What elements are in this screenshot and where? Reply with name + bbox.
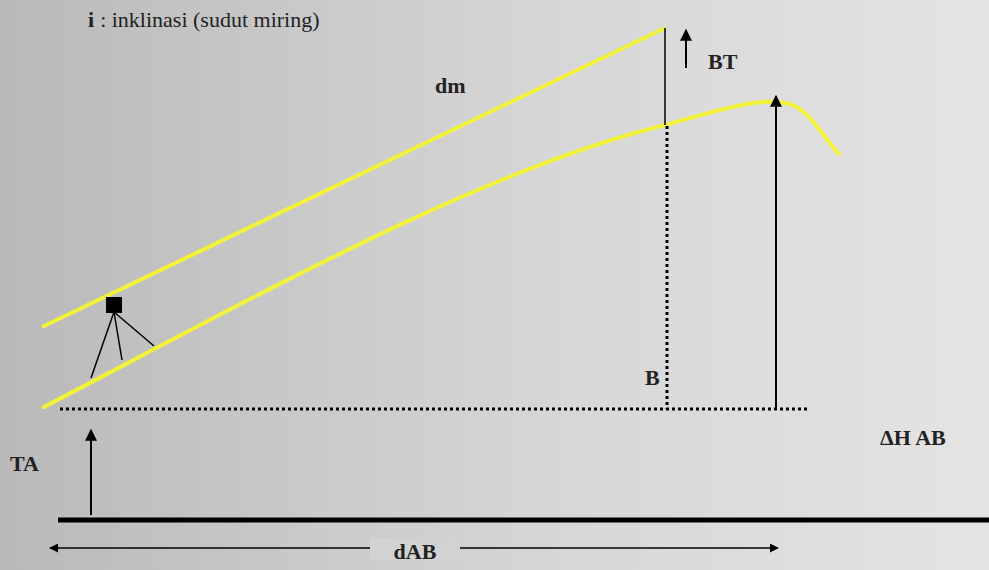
height-label: TA [10, 452, 39, 476]
ta-arrow [90, 430, 92, 515]
height-arrow [775, 96, 777, 409]
reference-level [60, 408, 808, 411]
height-difference-label: ΔH AB [880, 426, 946, 450]
sight-line [42, 28, 665, 327]
distance-label: dAB [394, 540, 437, 564]
datum-line [58, 518, 989, 523]
bt-arrow [685, 30, 687, 68]
theodolite [91, 297, 154, 378]
note-label: : inklinasi (sudut miring) [100, 8, 319, 32]
staff-reading-label: BT [708, 50, 737, 74]
plumb-line [666, 126, 669, 409]
distance-label: dm [435, 74, 466, 98]
ground-profile [42, 102, 840, 408]
symbol-label: i [88, 8, 94, 32]
staff [664, 28, 666, 125]
point-label: B [645, 366, 660, 390]
